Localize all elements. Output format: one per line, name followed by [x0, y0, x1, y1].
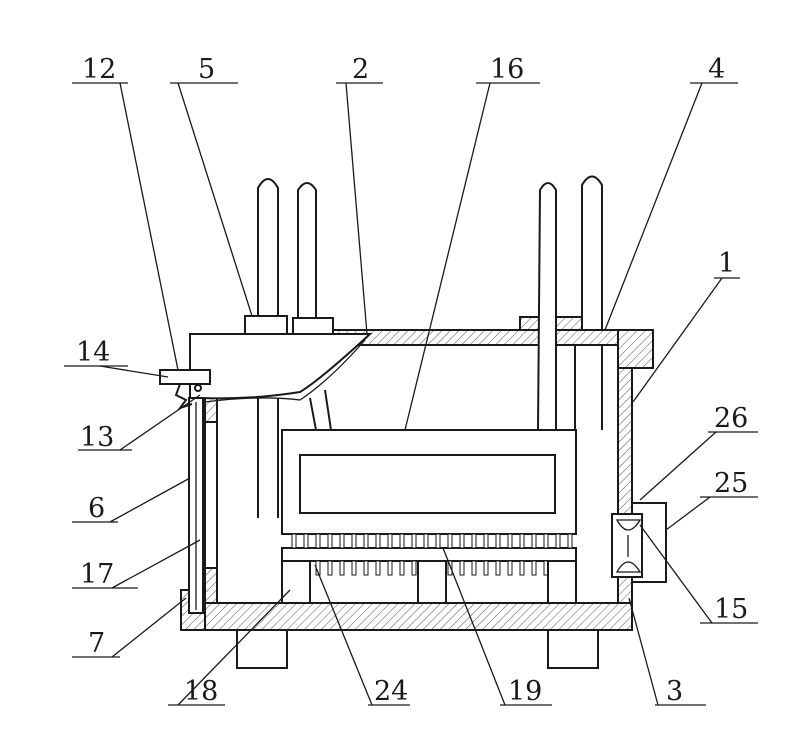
- heat-sink-fin-top: [315, 533, 321, 549]
- callout-16: 16: [490, 54, 524, 85]
- heat-sink-fin-bottom: [471, 560, 477, 576]
- heat-sink-fin-bottom: [495, 560, 501, 576]
- inner-post-mid-b: [324, 389, 332, 431]
- heat-sink-fin-top: [399, 533, 405, 549]
- heat-sink-fin-top: [351, 533, 357, 549]
- latch: [159, 369, 211, 385]
- callout-25: 25: [714, 468, 748, 499]
- callout-7: 7: [88, 628, 105, 659]
- antenna-2: [297, 182, 317, 319]
- callout-19: 19: [508, 676, 542, 707]
- heat-sink-fin-bottom: [399, 560, 405, 576]
- callout-24: 24: [374, 676, 408, 707]
- heat-sink-plate: [281, 547, 577, 562]
- heat-sink-fin-top: [519, 533, 525, 549]
- antenna-base-2: [292, 317, 334, 335]
- base-plate: [204, 602, 633, 631]
- heat-sink-fin-top: [483, 533, 489, 549]
- support-left: [281, 560, 311, 604]
- inner-post-mid-a: [309, 397, 317, 431]
- leader-lines: [64, 82, 758, 706]
- heat-sink-fin-bottom: [375, 560, 381, 576]
- antenna-3: [536, 182, 557, 431]
- heat-sink-fin-bottom: [459, 560, 465, 576]
- heat-sink-fin-top: [363, 533, 369, 549]
- heat-sink-fin-top: [531, 533, 537, 549]
- latch-pin: [194, 384, 202, 392]
- callout-14: 14: [76, 337, 110, 368]
- fan-blade-bottom: [615, 561, 642, 573]
- callout-6: 6: [88, 493, 105, 524]
- antenna-4: [581, 175, 603, 331]
- callout-12: 12: [82, 54, 116, 85]
- heat-sink-fin-top: [471, 533, 477, 549]
- callout-17: 17: [80, 559, 114, 590]
- lid-curve: [204, 339, 366, 403]
- heat-sink-fin-top: [423, 533, 429, 549]
- heat-sink-fin-top: [291, 533, 297, 549]
- top-plate: [329, 329, 654, 346]
- support-mid: [417, 560, 447, 604]
- heat-sink-fin-top: [459, 533, 465, 549]
- heat-sink-fin-top: [411, 533, 417, 549]
- heat-sink-fin-top: [339, 533, 345, 549]
- heat-sink-fin-top: [555, 533, 561, 549]
- heat-sink-fin-top: [387, 533, 393, 549]
- callout-15: 15: [714, 594, 748, 625]
- callout-26: 26: [714, 403, 748, 434]
- heat-sink-fin-bottom: [531, 560, 537, 576]
- callout-3: 3: [666, 676, 683, 707]
- top-step: [617, 329, 654, 369]
- antenna-1: [257, 178, 279, 317]
- heat-sink-fin-bottom: [339, 560, 345, 576]
- fan-housing: [632, 502, 667, 583]
- heat-sink-fin-bottom: [483, 560, 489, 576]
- foot-right: [547, 629, 599, 669]
- heat-sink-fin-top: [567, 533, 573, 549]
- heat-sink-fin-bottom: [447, 560, 453, 576]
- callout-1: 1: [718, 248, 735, 279]
- router-display: [299, 454, 556, 514]
- callout-4: 4: [708, 54, 725, 85]
- support-right: [547, 560, 577, 604]
- heat-sink-fin-top: [327, 533, 333, 549]
- heat-sink-fin-top: [303, 533, 309, 549]
- heat-sink-fin-top: [507, 533, 513, 549]
- callout-2: 2: [352, 54, 369, 85]
- heat-sink-fin-bottom: [387, 560, 393, 576]
- callout-13: 13: [80, 422, 114, 453]
- heat-sink-fin-bottom: [507, 560, 513, 576]
- foot-left: [236, 629, 288, 669]
- heat-sink-fin-bottom: [327, 560, 333, 576]
- heat-sink-fin-bottom: [411, 560, 417, 576]
- fan-blade-top: [615, 519, 642, 531]
- callout-18: 18: [184, 676, 218, 707]
- left-wall-hatch-bottom: [204, 567, 218, 604]
- heat-sink-fin-top: [495, 533, 501, 549]
- heat-sink-fin-top: [543, 533, 549, 549]
- lid: [189, 333, 373, 400]
- heat-sink-fin-top: [447, 533, 453, 549]
- heat-sink-fin-bottom: [363, 560, 369, 576]
- antenna-base-1: [244, 315, 288, 335]
- heat-sink-fin-top: [435, 533, 441, 549]
- heat-sink-fin-top: [375, 533, 381, 549]
- heat-sink-fin-bottom: [351, 560, 357, 576]
- callout-5: 5: [198, 54, 215, 85]
- heat-sink-fin-bottom: [519, 560, 525, 576]
